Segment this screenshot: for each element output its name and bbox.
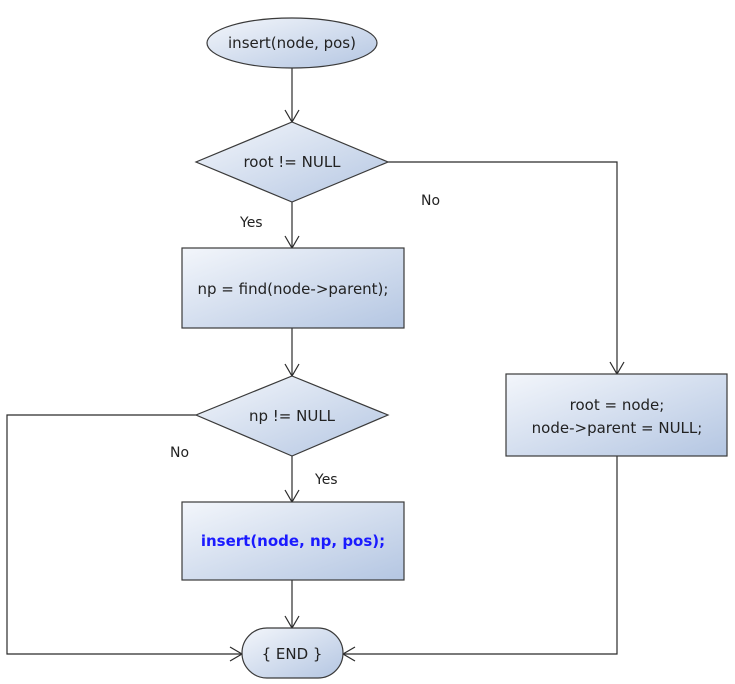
edge-label-np-yes: Yes	[314, 472, 338, 488]
start-label: insert(node, pos)	[228, 34, 356, 52]
end-terminator	[241, 627, 344, 679]
decision-diamond	[194, 121, 390, 203]
start-ellipse	[206, 17, 378, 69]
process-find-label: np = find(node->parent);	[198, 280, 389, 298]
process-root-assign[interactable]: root = node; node->parent = NULL;	[505, 373, 728, 457]
edge-root-no	[388, 161, 618, 374]
process-insert-call[interactable]: insert(node, np, pos);	[181, 501, 405, 581]
edge-labels: Yes No Yes No	[170, 193, 440, 488]
decision-diamond	[194, 375, 390, 457]
edge-np-no	[6, 414, 242, 655]
process-root-line1: root = node;	[570, 396, 665, 414]
edge-root-assign-to-end	[343, 456, 618, 655]
start-node[interactable]: insert(node, pos)	[206, 17, 378, 69]
decision-root-label: root != NULL	[243, 153, 341, 171]
process-find-parent[interactable]: np = find(node->parent);	[181, 247, 405, 329]
decision-root-check[interactable]: root != NULL	[194, 121, 390, 203]
edge-label-np-no: No	[170, 445, 189, 461]
process-box	[181, 247, 405, 329]
process-box	[505, 373, 728, 457]
process-insert-label: insert(node, np, pos);	[201, 532, 385, 550]
decision-np-label: np != NULL	[249, 407, 336, 425]
process-root-line2: node->parent = NULL;	[532, 419, 703, 437]
edge-label-root-no: No	[421, 193, 440, 209]
edge-label-root-yes: Yes	[239, 215, 263, 231]
end-node[interactable]: { END }	[241, 627, 344, 679]
end-label: { END }	[262, 645, 323, 663]
decision-np-check[interactable]: np != NULL	[194, 375, 390, 457]
process-box	[181, 501, 405, 581]
